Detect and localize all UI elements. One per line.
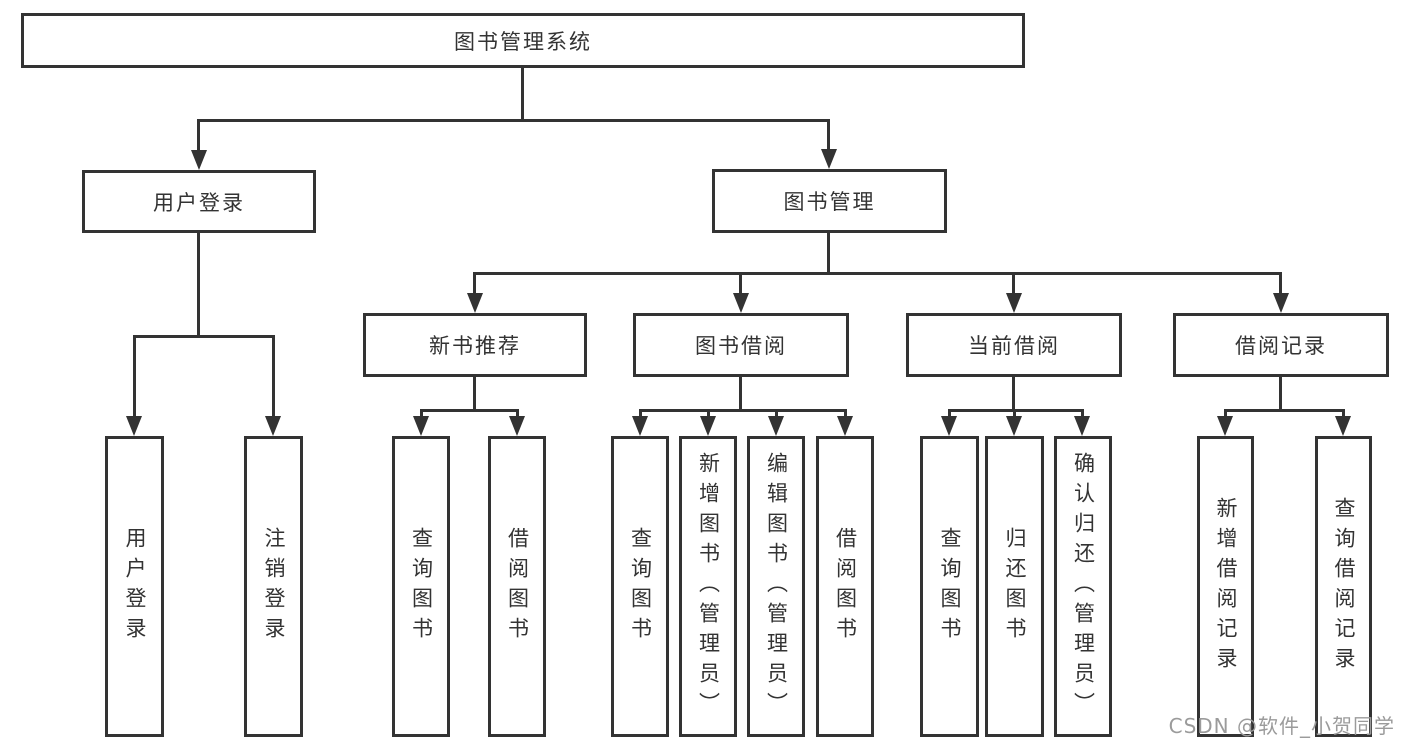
arrowhead-down — [821, 149, 837, 169]
arrowhead-down — [1006, 293, 1022, 313]
node-leaf-edit-books-admin: 编辑图书（管理员） — [747, 436, 805, 737]
node-new-book-recommendation-label: 新书推荐 — [429, 334, 521, 358]
arrowhead-down — [632, 416, 648, 436]
node-borrowing-records: 借阅记录 — [1173, 313, 1389, 377]
connector-line — [949, 409, 1084, 412]
arrowhead-down — [1217, 416, 1233, 436]
node-leaf-add-books-admin-label: 新增图书（管理员） — [696, 451, 721, 722]
node-leaf-query-borrow-record-label: 查询借阅记录 — [1332, 496, 1356, 677]
node-leaf-query-books-1-label: 查询图书 — [409, 526, 434, 647]
arrowhead-down — [1273, 293, 1289, 313]
connector-line — [1342, 409, 1345, 419]
connector-line — [1224, 409, 1227, 419]
arrowhead-down — [768, 416, 784, 436]
node-leaf-borrow-books-1: 借阅图书 — [488, 436, 546, 737]
connector-line — [739, 377, 742, 411]
node-leaf-return-books: 归还图书 — [985, 436, 1044, 737]
arrowhead-down — [413, 416, 429, 436]
node-leaf-user-login: 用户登录 — [105, 436, 164, 737]
node-leaf-query-books-2-label: 查询图书 — [628, 526, 653, 647]
connector-line — [827, 233, 830, 274]
connector-line — [197, 119, 200, 153]
connector-line — [1012, 272, 1015, 296]
arrowhead-down — [941, 416, 957, 436]
connector-line — [844, 409, 847, 419]
arrowhead-down — [509, 416, 525, 436]
connector-line — [133, 335, 136, 419]
connector-line — [197, 233, 200, 337]
connector-line — [473, 272, 476, 296]
connector-line — [420, 409, 423, 419]
connector-line — [1012, 377, 1015, 411]
node-leaf-borrow-books-1-label: 借阅图书 — [505, 526, 530, 647]
connector-line — [475, 272, 1282, 275]
node-book-management-label: 图书管理 — [783, 190, 876, 214]
arrowhead-down — [1335, 416, 1351, 436]
node-leaf-add-borrow-record: 新增借阅记录 — [1197, 436, 1254, 737]
node-leaf-query-books-3: 查询图书 — [920, 436, 979, 737]
connector-line — [775, 409, 778, 419]
connector-line — [639, 409, 847, 412]
node-book-borrowing-label: 图书借阅 — [695, 334, 787, 358]
watermark-text: CSDN @软件_小贺同学 — [1168, 714, 1395, 738]
node-user-login-label: 用户登录 — [153, 190, 245, 215]
node-root-label: 图书管理系统 — [454, 29, 592, 54]
node-new-book-recommendation: 新书推荐 — [363, 313, 587, 377]
node-borrowing-records-label: 借阅记录 — [1235, 334, 1327, 358]
arrowhead-down — [1006, 416, 1022, 436]
connector-line — [827, 119, 830, 152]
node-leaf-return-books-label: 归还图书 — [1003, 526, 1027, 647]
connector-line — [1225, 409, 1344, 412]
node-current-borrowing: 当前借阅 — [906, 313, 1122, 377]
node-leaf-logout: 注销登录 — [244, 436, 303, 737]
connector-line — [272, 335, 275, 419]
connector-line — [133, 335, 275, 338]
arrowhead-down — [191, 150, 207, 170]
connector-line — [199, 119, 830, 122]
node-book-management: 图书管理 — [712, 169, 947, 233]
node-leaf-confirm-return-admin-label: 确认归还（管理员） — [1071, 451, 1096, 722]
node-leaf-add-borrow-record-label: 新增借阅记录 — [1214, 496, 1238, 677]
node-leaf-query-books-1: 查询图书 — [392, 436, 450, 737]
connector-line — [1081, 409, 1084, 419]
node-leaf-confirm-return-admin: 确认归还（管理员） — [1054, 436, 1112, 737]
connector-line — [521, 68, 524, 121]
arrowhead-down — [467, 293, 483, 313]
node-leaf-edit-books-admin-label: 编辑图书（管理员） — [764, 451, 789, 722]
node-book-borrowing: 图书借阅 — [633, 313, 849, 377]
connector-line — [516, 409, 519, 419]
connector-line — [420, 409, 518, 412]
connector-line — [1013, 409, 1016, 419]
node-root: 图书管理系统 — [21, 13, 1025, 68]
connector-line — [707, 409, 710, 419]
arrowhead-down — [126, 416, 142, 436]
connector-line — [473, 377, 476, 411]
node-leaf-query-borrow-record: 查询借阅记录 — [1315, 436, 1372, 737]
connector-line — [639, 409, 642, 419]
node-leaf-query-books-3-label: 查询图书 — [938, 526, 962, 647]
arrowhead-down — [1074, 416, 1090, 436]
arrowhead-down — [700, 416, 716, 436]
arrowhead-down — [265, 416, 281, 436]
arrowhead-down — [733, 293, 749, 313]
connector-line — [1279, 377, 1282, 411]
node-leaf-borrow-books-2: 借阅图书 — [816, 436, 874, 737]
arrowhead-down — [837, 416, 853, 436]
connector-line — [1279, 272, 1282, 296]
node-leaf-query-books-2: 查询图书 — [611, 436, 669, 737]
node-current-borrowing-label: 当前借阅 — [968, 334, 1060, 358]
connector-line — [948, 409, 951, 419]
node-leaf-add-books-admin: 新增图书（管理员） — [679, 436, 737, 737]
connector-line — [739, 272, 742, 296]
node-leaf-logout-label: 注销登录 — [262, 526, 286, 647]
node-user-login: 用户登录 — [82, 170, 316, 233]
node-leaf-borrow-books-2-label: 借阅图书 — [833, 526, 858, 647]
node-leaf-user-login-label: 用户登录 — [123, 526, 147, 647]
